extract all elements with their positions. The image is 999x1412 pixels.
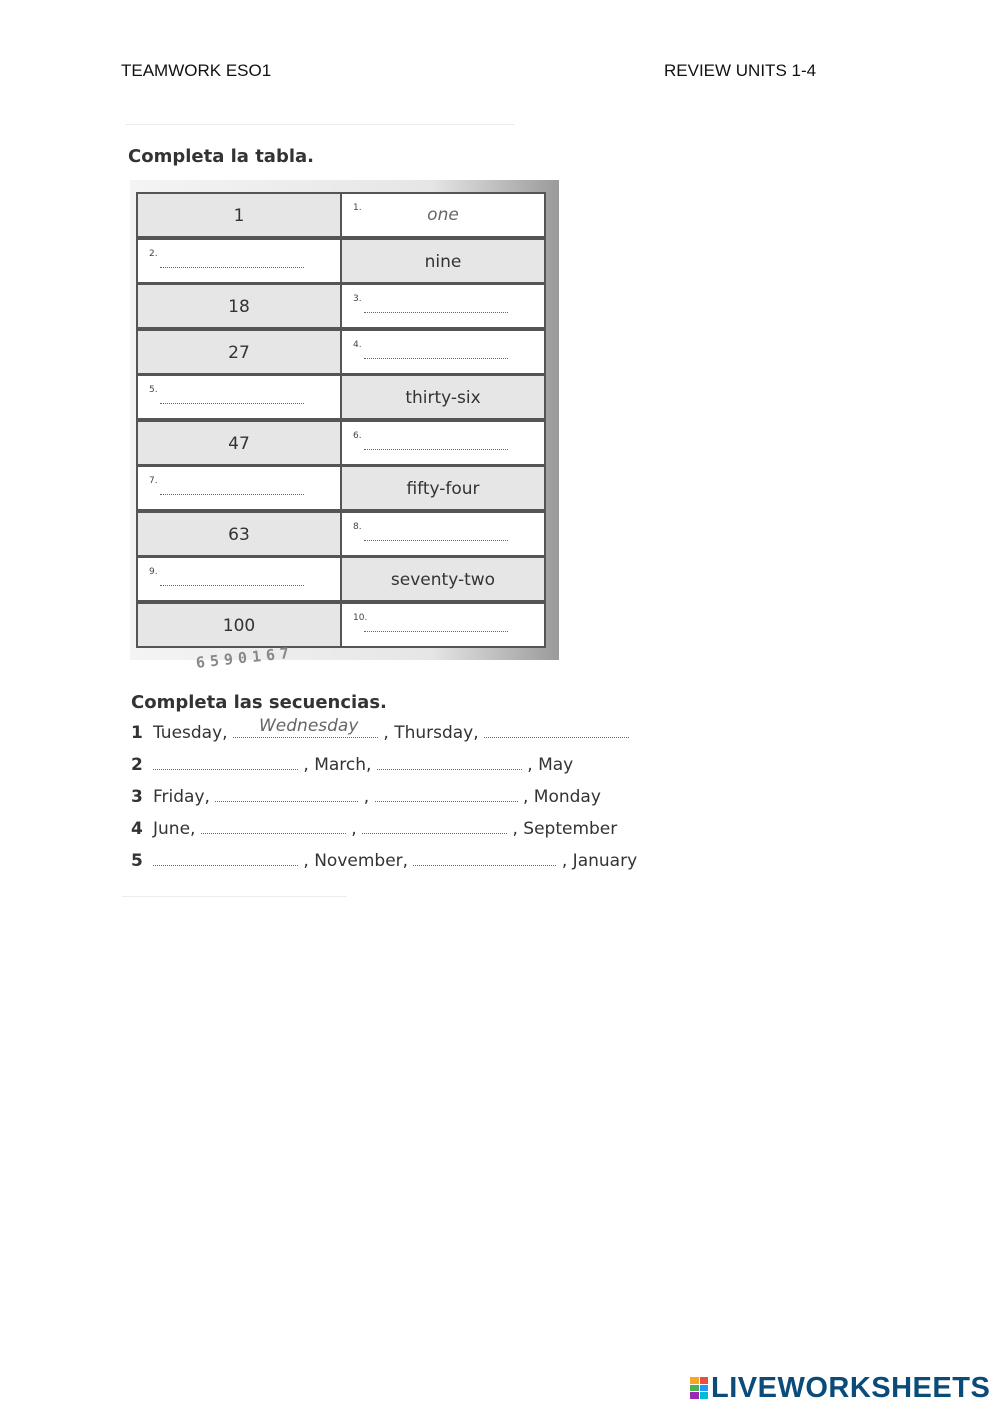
table-cell: nine	[340, 237, 546, 284]
sequence-item: 4 June, , , September	[131, 817, 617, 845]
logo-blocks-icon	[690, 1377, 708, 1399]
sequence-number: 1	[131, 723, 143, 743]
header-left-title: TEAMWORK ESO1	[121, 61, 272, 80]
cell-value: 100	[222, 615, 256, 636]
cell-value: 1	[233, 206, 245, 226]
cell-number: 1.	[353, 203, 362, 213]
sequence-text: Tuesday,	[153, 723, 228, 743]
cell-number: 4.	[353, 339, 362, 350]
table-cell: 63	[136, 510, 342, 557]
header-right-title: REVIEW UNITS 1-4	[664, 61, 817, 80]
logo-block	[690, 1384, 699, 1392]
table-cell[interactable]: 7.	[136, 465, 342, 511]
cell-value: 63	[228, 524, 250, 545]
logo-block	[699, 1377, 708, 1384]
sequence-number: 5	[131, 851, 143, 871]
sequence-section-title: Completa las secuencias.	[131, 692, 387, 713]
sequence-blank[interactable]	[153, 849, 298, 866]
table-cell[interactable]: 2.	[136, 237, 342, 284]
sequence-number: 2	[131, 755, 143, 775]
table-cell[interactable]: 9.	[136, 556, 342, 602]
answer-blank[interactable]	[160, 585, 304, 586]
sequence-number: 4	[131, 819, 143, 839]
cell-value: 27	[228, 342, 250, 363]
sequence-blank[interactable]	[374, 785, 518, 802]
sequence-blank[interactable]	[413, 849, 557, 866]
table-section-title: Completa la tabla.	[128, 146, 314, 167]
cell-number: 2.	[149, 248, 158, 259]
sequence-text: , Monday	[522, 787, 601, 807]
sequence-item: 1 Tuesday, Wednesday , Thursday,	[131, 716, 630, 749]
sequence-text: , November,	[303, 851, 409, 871]
example-answer: one	[427, 205, 459, 225]
cell-value: thirty-six	[405, 388, 481, 408]
cell-number: 6.	[353, 430, 362, 441]
sequence-blank[interactable]	[215, 785, 359, 802]
answer-blank[interactable]	[364, 357, 508, 359]
sequence-number: 3	[131, 787, 143, 807]
cell-value: 47	[228, 433, 250, 454]
answer-blank[interactable]	[364, 539, 508, 541]
cell-value: fifty-four	[406, 479, 480, 499]
cell-number: 7.	[149, 476, 158, 486]
sequence-blank[interactable]	[376, 753, 522, 770]
example-answer: Wednesday	[258, 716, 359, 736]
table-cell: fifty-four	[340, 465, 546, 511]
sequence-text: ,	[351, 819, 357, 839]
scan-edge-bottom	[122, 896, 347, 897]
sequence-text: , March,	[303, 755, 372, 775]
sequence-item: 3 Friday, , , Monday	[131, 785, 601, 813]
table-cell[interactable]: 3.	[340, 283, 546, 329]
answer-blank[interactable]	[364, 630, 508, 632]
table-cell[interactable]: 4.	[340, 328, 546, 375]
sequence-blank[interactable]	[153, 753, 298, 770]
cell-value: 18	[228, 297, 250, 317]
sequence-text: ,	[363, 787, 370, 807]
answer-blank[interactable]	[160, 494, 304, 495]
table-cell[interactable]: 6.	[340, 419, 546, 466]
sequence-blank[interactable]	[362, 817, 508, 834]
brand-text: LIVEWORKSHEETS	[711, 1371, 991, 1404]
sequence-text: , September	[512, 819, 618, 839]
table-cell: 47	[136, 419, 342, 466]
logo-block	[699, 1384, 708, 1392]
cell-value: nine	[424, 251, 462, 272]
sequence-blank: Wednesday	[232, 716, 378, 738]
sequence-text: , Thursday,	[383, 723, 479, 743]
answer-blank[interactable]	[364, 312, 508, 313]
logo-block	[699, 1392, 708, 1399]
answer-blank[interactable]	[160, 403, 304, 404]
answer-blank[interactable]	[160, 266, 304, 268]
cell-number: 3.	[353, 294, 362, 304]
cell-number: 8.	[353, 521, 362, 532]
liveworksheets-logo: LIVEWORKSHEETS	[690, 1372, 990, 1404]
table-cell: thirty-six	[340, 374, 546, 420]
table-cell[interactable]: 8.	[340, 510, 546, 557]
logo-block	[690, 1392, 699, 1399]
sequence-text: June,	[153, 819, 196, 839]
sequence-blank[interactable]	[200, 817, 346, 834]
table-cell: 100	[136, 601, 342, 648]
cell-number: 10.	[353, 612, 368, 623]
cell-number: 9.	[149, 567, 158, 577]
sequence-blank[interactable]	[484, 721, 630, 738]
answer-blank[interactable]	[364, 448, 508, 450]
cell-value: seventy-two	[390, 570, 496, 590]
table-cell[interactable]: 1. one	[340, 192, 546, 238]
sequence-text: , May	[527, 755, 574, 775]
table-cell: seventy-two	[340, 556, 546, 602]
sequence-text: Friday,	[153, 787, 210, 807]
table-cell: 1	[136, 192, 342, 238]
cell-number: 5.	[149, 385, 158, 395]
table-cell[interactable]: 10.	[340, 601, 546, 648]
logo-block	[690, 1377, 699, 1384]
scan-edge-top	[125, 124, 515, 125]
table-cell: 18	[136, 283, 342, 329]
table-cell: 27	[136, 328, 342, 375]
sequence-text: , January	[561, 851, 638, 871]
sequence-item: 5 , November, , January	[131, 849, 637, 877]
table-cell[interactable]: 5.	[136, 374, 342, 420]
sequence-item: 2 , March, , May	[131, 753, 573, 781]
